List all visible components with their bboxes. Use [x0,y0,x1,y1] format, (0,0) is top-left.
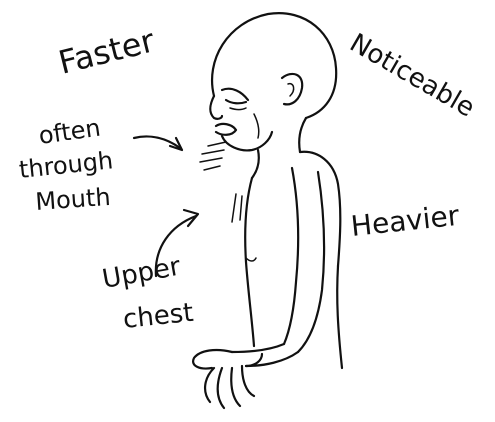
label-faster: Faster [55,21,159,82]
chest-mark-1 [232,194,236,222]
ear [282,74,302,104]
label-mouth: Mouth [34,183,111,216]
breath-lines [200,142,226,170]
label-upper: Upper [100,252,183,295]
label-chest: chest [122,298,195,335]
waist-mark [246,258,256,261]
arm-front [284,168,298,344]
label-noticeable: Noticeable [345,28,480,123]
arm-back [298,172,324,352]
hand [193,350,262,408]
label-through: through [18,146,115,184]
person-figure [193,13,342,408]
neck-back [299,118,306,152]
label-often: often [37,114,102,150]
label-heavier: Heavier [349,199,461,243]
eye [226,100,246,103]
mouth [216,124,236,135]
forearm [232,344,298,366]
brow [222,89,248,100]
ear-inner [288,84,294,96]
cheek-line [254,114,259,138]
back-lower [337,266,342,368]
shoulder-back [300,152,340,266]
eye-bag [230,108,246,110]
chest-mark-2 [240,196,242,220]
torso-front [245,178,254,346]
mouth-arrow [134,136,182,150]
neck-front [252,150,259,178]
nose [210,96,222,119]
